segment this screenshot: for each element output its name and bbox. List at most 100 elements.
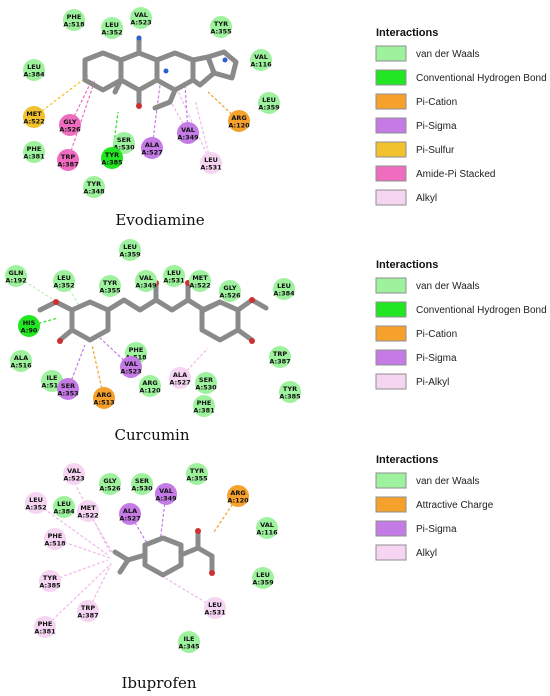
ring-nitrogen-atom [163, 68, 169, 74]
legend-swatch [375, 472, 407, 489]
legend-label: van der Waals [416, 49, 480, 60]
residue-disc [99, 473, 121, 495]
residue-name: VAL [181, 126, 195, 134]
residue-disc [177, 122, 199, 144]
legend-swatch [375, 165, 407, 182]
residue-name: VAL [254, 53, 268, 61]
legend-label: Pi-Sulfur [416, 145, 455, 156]
carboxyl-oxygen-atom [195, 528, 201, 534]
residue-disc [18, 315, 40, 337]
legend-swatch [375, 141, 407, 158]
residue-disc [23, 106, 45, 128]
indole-nitrogen-atom [222, 57, 228, 63]
legend-title: Interactions [376, 27, 438, 39]
residue-disc [130, 7, 152, 29]
residue-disc [256, 517, 278, 539]
residue-name: LEU [208, 601, 222, 609]
residue-disc [93, 387, 115, 409]
panel-evodiamine [33, 35, 240, 164]
residue-name: PHE [197, 399, 212, 407]
residue-name: TRP [273, 350, 287, 358]
legend-label: Attractive Charge [416, 500, 494, 511]
residue-number: A:381 [34, 628, 56, 636]
residue-disc [57, 149, 79, 171]
residue-disc [23, 141, 45, 163]
residue-disc [39, 570, 61, 592]
residue-disc [119, 503, 141, 525]
residue-disc [53, 270, 75, 292]
residue-disc [119, 239, 141, 261]
residue-number: A:523 [63, 475, 84, 483]
residue-name: GLN [9, 269, 24, 277]
molecule-ibuprofen [112, 529, 215, 578]
legend-swatch [375, 496, 407, 513]
residue-disc [83, 176, 105, 198]
residue-number: A:345 [178, 643, 200, 651]
residue-name: GLY [103, 477, 116, 485]
residue-number: A:385 [279, 393, 301, 401]
residue-name: MET [192, 274, 208, 282]
legend-swatch [375, 277, 407, 294]
residue-number: A:120 [227, 497, 249, 505]
residue-name: TRP [81, 604, 95, 612]
residue-name: VAL [159, 487, 173, 495]
residue-number: A:523 [130, 19, 151, 27]
residue-number: A:116 [256, 529, 278, 537]
residue-disc [10, 350, 32, 372]
residue-disc [204, 597, 226, 619]
residue-disc [195, 372, 217, 394]
residue-number: A:120 [139, 387, 161, 395]
residue-disc [63, 463, 85, 485]
legend-label: Pi-Sigma [416, 524, 457, 535]
residue-name: HIS [23, 319, 36, 327]
residue-number: A:518 [63, 21, 85, 29]
legend-swatch [375, 520, 407, 537]
residue-disc [163, 265, 185, 287]
residue-number: A:355 [210, 28, 232, 36]
legend-label: Alkyl [416, 548, 437, 559]
residue-number: A:385 [39, 582, 61, 590]
residue-number: A:355 [99, 287, 121, 295]
residue-number: A:381 [23, 153, 45, 161]
legend-label: Pi-Cation [416, 97, 457, 108]
residue-disc [5, 265, 27, 287]
residue-name: LEU [256, 571, 270, 579]
legend-label: van der Waals [416, 476, 480, 487]
legend-swatch [375, 349, 407, 366]
residue-number: A:348 [83, 188, 105, 196]
residue-number: A:352 [101, 29, 122, 37]
residue-disc [258, 92, 280, 114]
residue-name: LEU [167, 269, 181, 277]
residue-number: A:526 [99, 485, 121, 493]
residue-number: A:518 [44, 540, 66, 548]
residue-number: A:530 [195, 384, 217, 392]
residue-name: VAL [67, 467, 81, 475]
legend-label: Pi-Alkyl [416, 377, 449, 388]
residue-name: ALA [173, 371, 187, 379]
residue-disc [200, 152, 222, 174]
residue-number: A:385 [101, 159, 123, 167]
residue-disc [228, 110, 250, 132]
residue-name: PHE [48, 532, 63, 540]
residue-number: A:355 [186, 475, 208, 483]
